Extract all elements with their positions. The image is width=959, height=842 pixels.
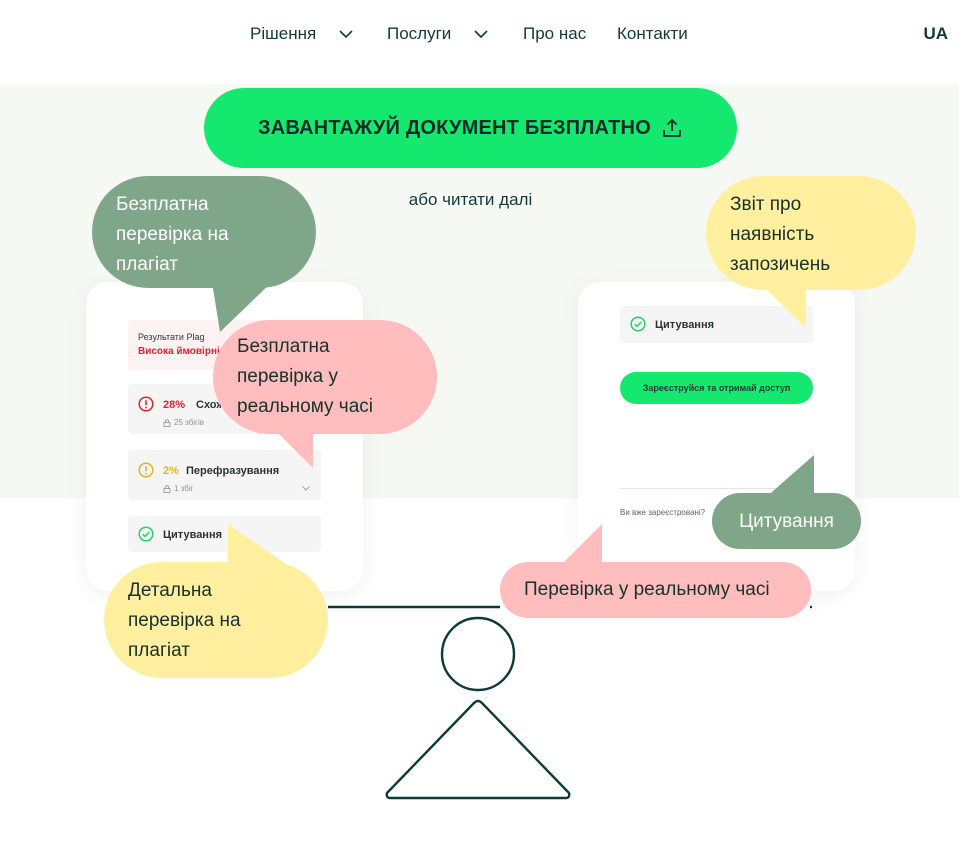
bubble-report: Звіт про наявність запозичень [706, 176, 916, 328]
nav-item-solutions[interactable]: Рішення [250, 24, 354, 44]
nav-item-label: Рішення [250, 24, 317, 43]
lock-icon [163, 418, 171, 427]
login-link[interactable]: Ви вже зареєстровані? [620, 508, 706, 517]
bubble-tail [273, 428, 313, 468]
alert-circle-icon [138, 462, 154, 478]
result-title: Результати Plag [138, 332, 205, 342]
citation-row[interactable]: Цитування [620, 306, 813, 343]
bubble-realtime: Перевірка у реальному часі [500, 524, 811, 618]
bubble-text: Безплатна перевірка у реальному часі [237, 336, 373, 417]
bubble-detailed: Детальна перевірка на плагіат [104, 524, 328, 678]
bubble-realtime-free: Безплатна перевірка у реальному часі [213, 320, 437, 468]
cta-label: ЗАВАНТАЖУЙ ДОКУМЕНТ БЕЗПЛАТНО [258, 116, 651, 139]
result-status: Висока ймовірні [138, 346, 220, 357]
lock-icon [163, 484, 171, 493]
bubble-citation: Цитування [712, 455, 861, 549]
bubble-free-check: Безплатна перевірка на плагіат [92, 176, 316, 332]
paraphrase-label: Перефразування [186, 465, 280, 477]
bubble-tail [228, 524, 292, 568]
check-circle-icon [138, 526, 154, 542]
divider [620, 488, 813, 489]
nav-item-label: Про нас [523, 24, 587, 43]
nav-item-about[interactable]: Про нас [523, 24, 586, 44]
chevron-down-icon[interactable] [301, 483, 311, 493]
paraphrase-matches: 1 збіг [163, 484, 194, 493]
similarity-label: Схож [196, 399, 225, 411]
bubble-text: Детальна перевірка на плагіат [128, 580, 241, 661]
upload-icon [661, 117, 683, 139]
nav-item-services[interactable]: Послуги [387, 24, 489, 44]
nav-item-contacts[interactable]: Контакти [617, 24, 688, 44]
similarity-matches: 25 збігів [163, 418, 204, 427]
bubble-tail [558, 524, 602, 568]
top-nav: Рішення Послуги Про нас Контакти UA [0, 0, 959, 84]
citation-label: Цитування [655, 319, 715, 331]
bubble-tail [212, 282, 272, 332]
alert-circle-icon [138, 396, 154, 412]
language-switcher[interactable]: UA [923, 24, 948, 43]
bubble-text: Перевірка у реальному часі [524, 579, 770, 600]
paraphrase-percent: 2% [163, 465, 179, 477]
nav-item-label: Контакти [617, 24, 688, 43]
similarity-percent: 28% [163, 399, 186, 411]
bubble-text: Звіт про наявність запозичень [730, 194, 831, 275]
nav-item-label: Послуги [387, 24, 452, 43]
scale-base [385, 699, 571, 800]
read-more-link[interactable]: або читати далі [408, 190, 533, 209]
bubble-text: Безплатна перевірка на плагіат [116, 194, 229, 275]
paraphrase-row[interactable]: 2% Перефразування 1 збіг [128, 450, 321, 500]
upload-document-button[interactable]: ЗАВАНТАЖУЙ ДОКУМЕНТ БЕЗПЛАТНО [204, 88, 737, 168]
bubble-tail [761, 284, 806, 328]
bubble-text: Цитування [739, 511, 834, 532]
citation-label: Цитування [163, 529, 223, 541]
bubble-tail [764, 455, 814, 499]
check-circle-icon [630, 316, 646, 332]
citation-row[interactable]: Цитування [128, 516, 321, 552]
chevron-down-icon [473, 26, 489, 42]
scale-pivot [440, 616, 516, 692]
chevron-down-icon [338, 26, 354, 42]
register-button[interactable]: Зареєструйся та отримай доступ [620, 372, 813, 404]
